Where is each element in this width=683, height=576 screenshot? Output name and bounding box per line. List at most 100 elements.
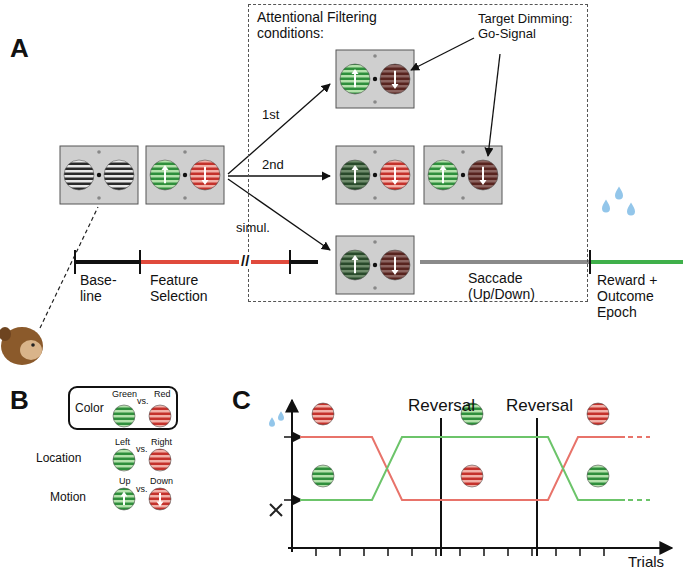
- grating: [380, 250, 410, 280]
- water-drop: [615, 187, 623, 200]
- versus-text: vs.: [136, 484, 148, 494]
- grating: [461, 465, 483, 487]
- grating: [64, 160, 94, 190]
- grating: [149, 405, 171, 427]
- water-drop: [269, 417, 275, 427]
- dimension-name: Location: [36, 452, 81, 466]
- saccade-target: [183, 196, 187, 200]
- motion-arrowhead: [480, 180, 487, 185]
- timeline-feature: [140, 260, 250, 264]
- condition-label: simul.: [236, 221, 270, 236]
- condition-arrow: [228, 179, 330, 250]
- timeline-feature: [250, 260, 290, 264]
- outcome-arrow: [284, 499, 302, 501]
- motion-arrowhead: [202, 180, 209, 185]
- screen-frame: [336, 146, 414, 204]
- reversal-label: Reversal: [408, 396, 475, 416]
- fixation-point: [183, 173, 187, 177]
- water-drop: [627, 203, 635, 216]
- feature-name: Left: [115, 437, 130, 447]
- condition-frame: Attentional Filtering conditions:: [248, 4, 588, 302]
- saccade-target: [183, 150, 187, 154]
- panel-letter: A: [10, 34, 29, 64]
- feature-name: Right: [151, 437, 172, 447]
- motion-arrow: [442, 169, 444, 183]
- frame-heading: Attentional Filtering conditions:: [257, 9, 407, 41]
- trial-tick: [339, 548, 341, 556]
- trial-tick: [579, 548, 581, 556]
- epoch-label: Reward + Outcome Epoch: [597, 272, 677, 320]
- fixation-point: [461, 173, 465, 177]
- gaze-line: [40, 207, 98, 328]
- screen-frame: [424, 146, 502, 204]
- motion-arrowhead: [440, 165, 447, 170]
- reversal-line: [536, 418, 538, 556]
- water-drop: [602, 200, 610, 213]
- trial-tick: [507, 548, 509, 556]
- motion-arrowhead: [352, 165, 359, 170]
- motion-arrowhead: [352, 69, 359, 74]
- trial-tick: [555, 548, 557, 556]
- saccade-target: [373, 240, 377, 244]
- epoch-tick: [589, 250, 591, 274]
- outcome-arrow: [284, 436, 302, 438]
- grating: [587, 403, 609, 425]
- panel-letter: C: [232, 386, 251, 416]
- screen-frame: [60, 146, 138, 204]
- grating: [104, 160, 134, 190]
- trial-tick: [531, 548, 533, 556]
- continuation-red: [628, 436, 650, 438]
- saccade-target: [373, 100, 377, 104]
- epoch-label: Feature Selection: [150, 272, 240, 304]
- continuation-green: [628, 499, 650, 501]
- stimulus-screen: [336, 50, 414, 108]
- timeline-baseline: [75, 260, 140, 264]
- motion-arrowhead: [392, 84, 399, 89]
- no-reward-cross: [270, 504, 282, 516]
- axis-label: Trials: [628, 553, 664, 570]
- trial-tick: [483, 548, 485, 556]
- annotation: Target Dimming: Go-Signal: [478, 12, 590, 42]
- stimulus-screen: [336, 236, 414, 294]
- selected-feature-box: ColorGreenvs.Red: [68, 386, 178, 430]
- fixation-point: [373, 173, 377, 177]
- condition-arrow: [228, 175, 330, 176]
- motion-arrowhead: [352, 255, 359, 260]
- grating: [190, 160, 220, 190]
- reward-probability-red: [300, 437, 625, 500]
- y-axis: [291, 400, 293, 552]
- grating: [312, 465, 334, 487]
- grating: [380, 64, 410, 94]
- timeline-reward: [590, 260, 683, 264]
- motion-arrow: [354, 73, 356, 87]
- fixation-point: [97, 173, 101, 177]
- motion-arrow: [204, 167, 206, 181]
- reversal-label: Reversal: [506, 396, 573, 416]
- stimulus-screen: [424, 146, 502, 204]
- stimulus-screen: [336, 146, 414, 204]
- grating: [468, 160, 498, 190]
- feature-name: Down: [150, 476, 173, 486]
- grating: [149, 449, 171, 471]
- grating: [587, 465, 609, 487]
- grating: [380, 160, 410, 190]
- motion-arrow: [123, 495, 125, 505]
- motion-arrow: [354, 169, 356, 183]
- saccade-target: [97, 196, 101, 200]
- dimension-name: Color: [75, 402, 104, 416]
- x-axis: [288, 547, 672, 549]
- saccade-target: [373, 196, 377, 200]
- monkey-icon: [0, 327, 43, 365]
- versus-text: vs.: [136, 444, 148, 454]
- timeline-delay: [290, 260, 318, 264]
- reversal-line: [440, 418, 442, 556]
- grating: [340, 160, 370, 190]
- grating: [113, 488, 135, 510]
- motion-arrowhead: [121, 491, 128, 496]
- grating: [150, 160, 180, 190]
- saccade-target: [97, 150, 101, 154]
- motion-arrow: [394, 257, 396, 271]
- motion-arrow: [394, 167, 396, 181]
- condition-label: 1st: [262, 108, 279, 123]
- saccade-target: [373, 286, 377, 290]
